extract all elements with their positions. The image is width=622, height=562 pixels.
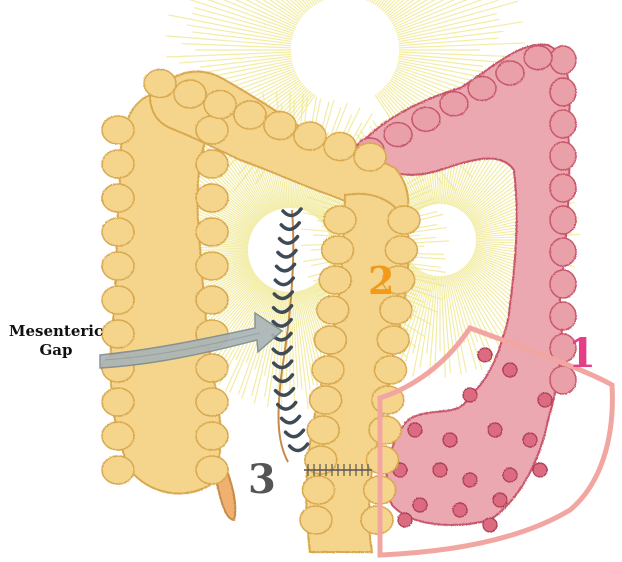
- diverticulum: [463, 473, 477, 487]
- haustrum: [196, 422, 228, 450]
- haustrum: [102, 150, 134, 178]
- haustrum: [550, 270, 576, 298]
- diverticulum: [398, 513, 412, 527]
- suture-stitch: [278, 403, 296, 410]
- haustrum: [375, 356, 407, 384]
- haustrum: [354, 143, 386, 171]
- diverticulum: [413, 498, 427, 512]
- haustrum: [234, 101, 266, 129]
- haustrum: [102, 422, 134, 450]
- anastomosis: [304, 464, 372, 476]
- haustrum: [314, 326, 346, 354]
- haustrum: [196, 388, 228, 416]
- diverticulum: [433, 463, 447, 477]
- mesenteric-gap-label: Mesenteric Gap: [8, 322, 104, 360]
- haustrum: [440, 92, 468, 116]
- haustrum: [102, 116, 134, 144]
- suture-stitch: [286, 430, 304, 437]
- haustrum: [388, 206, 420, 234]
- haustrum: [102, 388, 134, 416]
- haustrum: [102, 286, 134, 314]
- haustrum: [524, 46, 552, 70]
- haustrum: [264, 112, 296, 140]
- haustrum: [550, 78, 576, 106]
- diverticulum: [453, 503, 467, 517]
- ray: [194, 8, 293, 36]
- haustrum: [550, 174, 576, 202]
- ray: [398, 22, 522, 42]
- ray: [182, 0, 296, 27]
- label-two: 2: [368, 258, 394, 303]
- diverticulum: [493, 493, 507, 507]
- diverticulum: [503, 468, 517, 482]
- diverticulum: [408, 423, 422, 437]
- haustrum: [496, 61, 524, 85]
- haustrum: [196, 150, 228, 178]
- label-three: 3: [248, 456, 276, 503]
- haustrum: [312, 356, 344, 384]
- haustrum: [319, 266, 351, 294]
- haustrum: [102, 218, 134, 246]
- haustrum: [322, 236, 354, 264]
- diverticulum: [443, 433, 457, 447]
- haustrum: [102, 184, 134, 212]
- ray: [194, 0, 294, 31]
- haustrum: [468, 76, 496, 100]
- haustrum: [377, 326, 409, 354]
- diverticulum: [463, 388, 477, 402]
- haustrum: [550, 110, 576, 138]
- haustrum: [102, 252, 134, 280]
- haustrum: [102, 456, 134, 484]
- suture-stitch: [280, 237, 298, 244]
- haustrum: [310, 386, 342, 414]
- haustrum: [550, 302, 576, 330]
- diverticulum: [483, 518, 497, 532]
- suture-stitch: [275, 278, 293, 285]
- haustrum: [369, 416, 401, 444]
- diverticulum: [533, 463, 547, 477]
- haustrum: [412, 107, 440, 131]
- suture-stitch: [290, 444, 308, 451]
- haustrum: [324, 133, 356, 161]
- haustrum: [102, 320, 134, 348]
- label-one: 1: [568, 330, 596, 377]
- haustrum: [550, 238, 576, 266]
- haustrum: [196, 456, 228, 484]
- mesenteric-gap-label-line1: Mesenteric: [8, 322, 104, 341]
- diverticulum: [538, 393, 552, 407]
- haustrum: [302, 476, 334, 504]
- haustrum: [317, 296, 349, 324]
- haustrum: [384, 123, 412, 147]
- haustrum: [204, 91, 236, 119]
- haustrum: [307, 416, 339, 444]
- mesenteric-gap-label-line2: Gap: [8, 341, 104, 360]
- haustrum: [324, 206, 356, 234]
- haustrum: [361, 506, 393, 534]
- diverticulum: [503, 363, 517, 377]
- diverticulum: [523, 433, 537, 447]
- ray: [435, 276, 439, 371]
- haustrum: [196, 218, 228, 246]
- suture-stitch: [281, 223, 299, 230]
- haustrum: [550, 46, 576, 74]
- haustrum: [196, 116, 228, 144]
- haustrum: [196, 184, 228, 212]
- haustrum: [174, 80, 206, 108]
- haustrum: [300, 506, 332, 534]
- suture-stitch: [282, 416, 300, 423]
- diverticulum: [488, 423, 502, 437]
- diverticulum: [478, 348, 492, 362]
- haustrum: [144, 70, 176, 98]
- haustrum: [196, 354, 228, 382]
- haustrum: [294, 122, 326, 150]
- haustrum: [550, 206, 576, 234]
- haustrum: [550, 142, 576, 170]
- haustrum: [196, 252, 228, 280]
- haustrum: [196, 286, 228, 314]
